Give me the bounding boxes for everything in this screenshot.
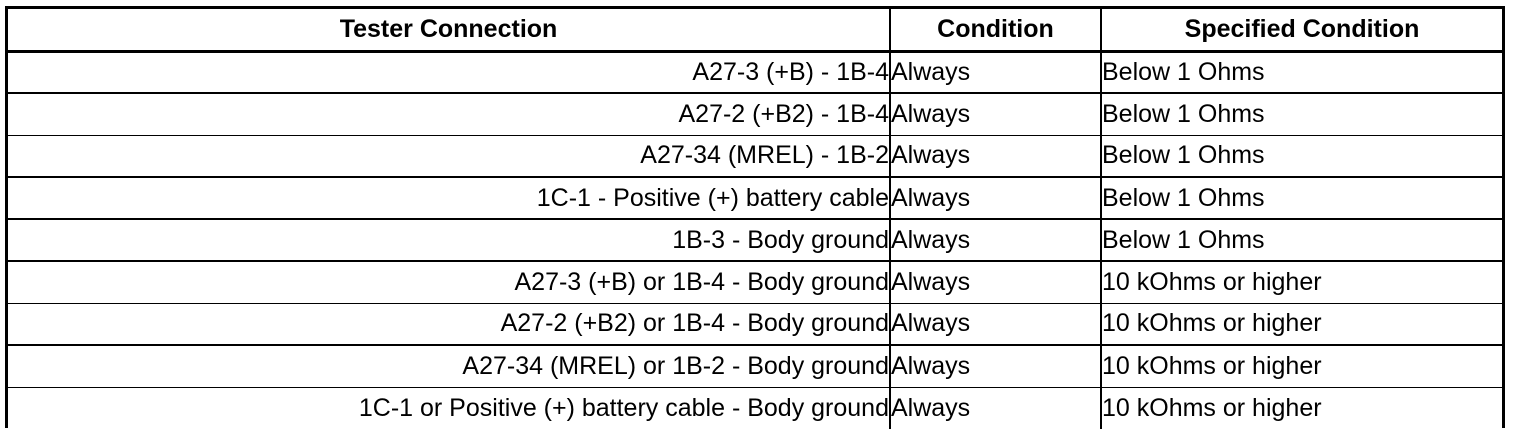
cell-tester-connection: A27-34 (MREL) or 1B-2 - Body ground — [8, 345, 891, 388]
cell-tester-connection: 1C-1 or Positive (+) battery cable - Bod… — [8, 387, 891, 429]
table-row: 1C-1 or Positive (+) battery cable - Bod… — [8, 387, 1502, 429]
cell-specified-condition: Below 1 Ohms — [1101, 219, 1502, 262]
column-header-specified-condition: Specified Condition — [1101, 9, 1502, 53]
table-row: A27-3 (+B) - 1B-4 Always Below 1 Ohms — [8, 51, 1502, 94]
cell-specified-condition: 10 kOhms or higher — [1101, 387, 1502, 429]
table-row: A27-2 (+B2) or 1B-4 - Body ground Always… — [8, 303, 1502, 346]
cell-condition: Always — [890, 219, 1102, 262]
cell-condition: Always — [890, 261, 1102, 304]
cell-condition: Always — [890, 303, 1102, 346]
table-row: 1C-1 - Positive (+) battery cable Always… — [8, 177, 1502, 220]
column-header-condition: Condition — [890, 9, 1102, 53]
spec-table-container: Tester Connection Condition Specified Co… — [5, 6, 1505, 429]
cell-tester-connection: A27-3 (+B) - 1B-4 — [8, 51, 891, 94]
cell-specified-condition: 10 kOhms or higher — [1101, 261, 1502, 304]
cell-tester-connection: A27-2 (+B2) - 1B-4 — [8, 93, 891, 136]
table-header: Tester Connection Condition Specified Co… — [8, 9, 1502, 53]
table-body: A27-3 (+B) - 1B-4 Always Below 1 Ohms A2… — [8, 51, 1502, 429]
cell-tester-connection: A27-34 (MREL) - 1B-2 — [8, 135, 891, 178]
cell-condition: Always — [890, 135, 1102, 178]
table-row: A27-34 (MREL) or 1B-2 - Body ground Alwa… — [8, 345, 1502, 388]
cell-condition: Always — [890, 345, 1102, 388]
cell-specified-condition: Below 1 Ohms — [1101, 177, 1502, 220]
cell-condition: Always — [890, 387, 1102, 429]
cell-specified-condition: Below 1 Ohms — [1101, 135, 1502, 178]
cell-specified-condition: Below 1 Ohms — [1101, 51, 1502, 94]
cell-tester-connection: 1C-1 - Positive (+) battery cable — [8, 177, 891, 220]
cell-condition: Always — [890, 51, 1102, 94]
cell-specified-condition: Below 1 Ohms — [1101, 93, 1502, 136]
cell-specified-condition: 10 kOhms or higher — [1101, 345, 1502, 388]
cell-tester-connection: 1B-3 - Body ground — [8, 219, 891, 262]
cell-tester-connection: A27-3 (+B) or 1B-4 - Body ground — [8, 261, 891, 304]
cell-condition: Always — [890, 177, 1102, 220]
cell-tester-connection: A27-2 (+B2) or 1B-4 - Body ground — [8, 303, 891, 346]
table-row: 1B-3 - Body ground Always Below 1 Ohms — [8, 219, 1502, 262]
table-row: A27-3 (+B) or 1B-4 - Body ground Always … — [8, 261, 1502, 304]
cell-condition: Always — [890, 93, 1102, 136]
table-header-row: Tester Connection Condition Specified Co… — [8, 9, 1502, 53]
table-row: A27-34 (MREL) - 1B-2 Always Below 1 Ohms — [8, 135, 1502, 178]
cell-specified-condition: 10 kOhms or higher — [1101, 303, 1502, 346]
column-header-tester-connection: Tester Connection — [8, 9, 891, 53]
table-row: A27-2 (+B2) - 1B-4 Always Below 1 Ohms — [8, 93, 1502, 136]
tester-connection-table: Tester Connection Condition Specified Co… — [8, 9, 1502, 429]
